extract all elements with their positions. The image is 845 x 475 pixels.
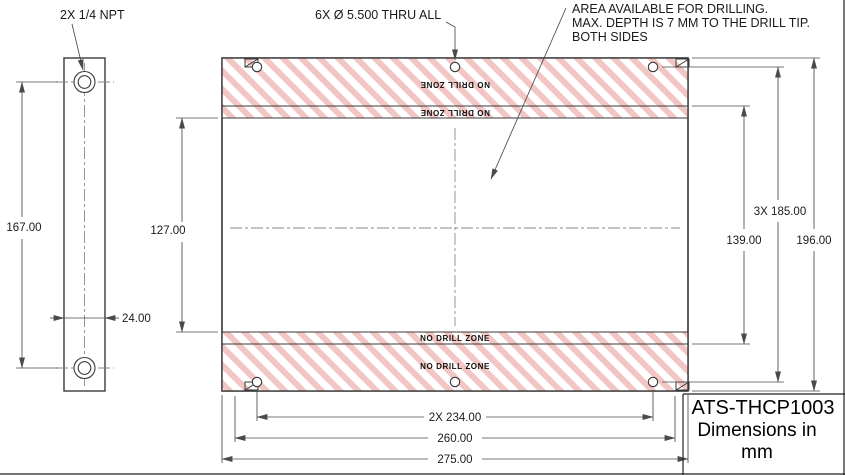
dim-275-text: 275.00	[437, 454, 472, 466]
hole-top-left	[251, 61, 263, 73]
hole-top-center	[449, 61, 461, 73]
bottom-port-bore	[77, 361, 92, 375]
dim-167-text: 167.00	[6, 222, 41, 234]
npt-callout: 2X 1/4 NPT	[60, 8, 125, 71]
hole-bottom-right	[647, 376, 659, 388]
dimension-127: 127.00	[150, 117, 218, 333]
no-drill-zone-label-top-inner: NO DRILL ZONE	[420, 108, 490, 117]
holes-leader-line	[445, 21, 458, 61]
dim-127-text: 127.00	[150, 225, 185, 237]
dim-185-text: 3X 185.00	[754, 206, 806, 218]
no-drill-zone-label-top-outer: NO DRILL ZONE	[420, 80, 490, 89]
hole-top-right	[647, 61, 659, 73]
dimension-196: 196.00	[692, 57, 832, 392]
dim-234-text: 2X 234.00	[429, 412, 481, 424]
side-view-outline	[63, 57, 106, 392]
npt-label: 2X 1/4 NPT	[60, 8, 125, 22]
hole-bottom-center	[449, 376, 461, 388]
dimension-260: 260.00	[234, 396, 676, 445]
dimension-275: 275.00	[221, 395, 689, 466]
npt-leader-line	[71, 23, 84, 71]
dimension-139: 139.00	[692, 105, 762, 345]
dimension-234: 2X 234.00	[256, 390, 654, 424]
dim-24-text: 24.00	[122, 313, 151, 325]
note-line-3: BOTH SIDES	[572, 30, 648, 44]
note-line-1: AREA AVAILABLE FOR DRILLING.	[572, 2, 768, 16]
part-number: ATS-THCP1003	[691, 397, 834, 419]
top-port-bore	[77, 75, 92, 89]
side-view	[56, 57, 114, 392]
no-drill-zone-label-bottom-inner: NO DRILL ZONE	[420, 334, 490, 343]
drilling-note: AREA AVAILABLE FOR DRILLING. MAX. DEPTH …	[490, 2, 810, 180]
holes-callout: 6X Ø 5.500 THRU ALL	[315, 8, 458, 61]
note-leader-line	[490, 7, 567, 180]
dim-260-text: 260.00	[437, 433, 472, 445]
units-text-line1: Dimensions in	[697, 420, 816, 441]
units-text-line2: mm	[741, 442, 773, 463]
note-line-2: MAX. DEPTH IS 7 MM TO THE DRILL TIP.	[572, 16, 810, 30]
dim-139-text: 139.00	[726, 235, 761, 247]
dimension-185: 3X 185.00	[662, 66, 806, 383]
dimension-167: 167.00	[6, 81, 58, 369]
front-view: NO DRILL ZONE NO DRILL ZONE NO DRILL ZON…	[221, 57, 690, 392]
dimension-24: 24.00	[50, 313, 151, 325]
hole-bottom-left	[251, 376, 263, 388]
no-drill-zone-label-bottom-outer: NO DRILL ZONE	[420, 362, 490, 371]
holes-label: 6X Ø 5.500 THRU ALL	[315, 8, 441, 22]
dim-196-text: 196.00	[796, 235, 831, 247]
